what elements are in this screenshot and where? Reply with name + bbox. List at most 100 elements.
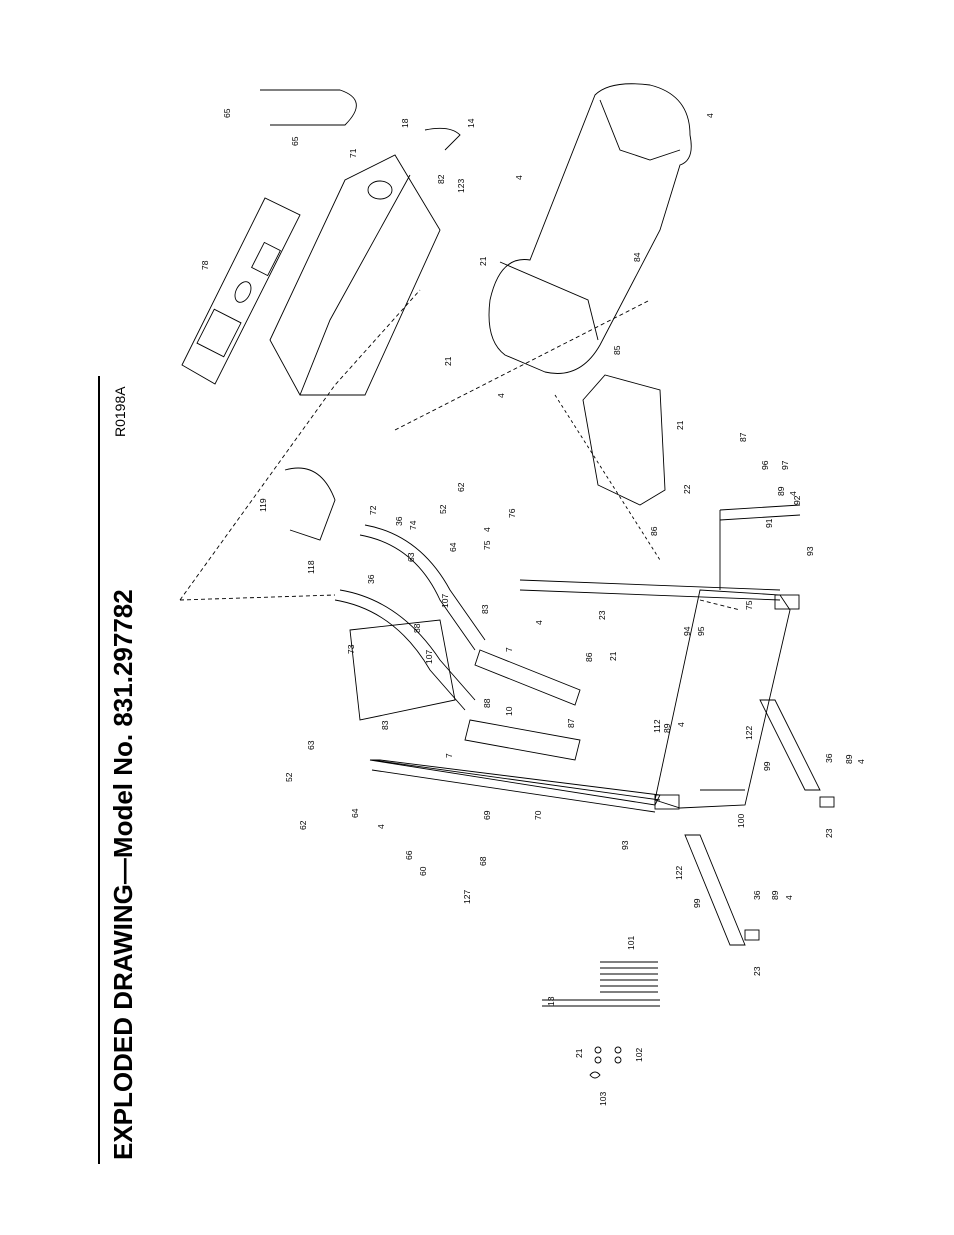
callout-23: 23 bbox=[752, 966, 762, 976]
callout-21: 21 bbox=[574, 1048, 584, 1058]
callout-68: 68 bbox=[478, 856, 488, 866]
uprights bbox=[349, 619, 661, 806]
callout-62: 62 bbox=[298, 820, 308, 830]
callout-71: 71 bbox=[348, 148, 358, 158]
callout-4: 4 bbox=[784, 895, 794, 900]
callout-107: 107 bbox=[424, 650, 434, 664]
callout-74: 74 bbox=[408, 520, 418, 530]
callout-4: 4 bbox=[496, 393, 506, 398]
callout-4: 4 bbox=[676, 722, 686, 727]
motor-hood bbox=[269, 154, 441, 396]
callout-70: 70 bbox=[533, 810, 543, 820]
callout-23: 23 bbox=[824, 828, 834, 838]
callout-60: 60 bbox=[418, 866, 428, 876]
callout-93: 93 bbox=[620, 840, 630, 850]
callout-87: 87 bbox=[738, 432, 748, 442]
callout-52: 52 bbox=[284, 772, 294, 782]
callout-83: 83 bbox=[480, 604, 490, 614]
callout-36: 36 bbox=[824, 753, 834, 763]
callout-88: 88 bbox=[412, 623, 422, 633]
callout-4: 4 bbox=[788, 491, 798, 496]
callout-66: 66 bbox=[404, 850, 414, 860]
callout-7: 7 bbox=[444, 753, 454, 758]
callout-84: 84 bbox=[632, 252, 642, 262]
handrails bbox=[334, 524, 486, 711]
callout-85: 85 bbox=[612, 345, 622, 355]
callout-91: 91 bbox=[764, 518, 774, 528]
callout-122: 122 bbox=[674, 866, 684, 880]
callout-87: 87 bbox=[566, 718, 576, 728]
callout-101: 101 bbox=[626, 936, 636, 950]
callout-72: 72 bbox=[368, 505, 378, 515]
callout-69: 69 bbox=[482, 810, 492, 820]
callout-13: 13 bbox=[546, 996, 556, 1006]
callout-65: 65 bbox=[290, 136, 300, 146]
hardware-rods bbox=[542, 961, 660, 1007]
callout-73: 73 bbox=[346, 644, 356, 654]
console-overlay bbox=[181, 197, 301, 385]
callout-7: 7 bbox=[504, 647, 514, 652]
callout-123: 123 bbox=[456, 179, 466, 193]
callout-76: 76 bbox=[507, 508, 517, 518]
callout-75: 75 bbox=[744, 600, 754, 610]
callout-4: 4 bbox=[705, 113, 715, 118]
callout-64: 64 bbox=[448, 542, 458, 552]
callout-14: 14 bbox=[466, 118, 476, 128]
callout-100: 100 bbox=[736, 814, 746, 828]
callout-96: 96 bbox=[760, 460, 770, 470]
callout-86: 86 bbox=[584, 652, 594, 662]
loose-hardware bbox=[589, 1046, 622, 1079]
callout-4: 4 bbox=[514, 175, 524, 180]
callout-86: 86 bbox=[649, 526, 659, 536]
callout-89: 89 bbox=[844, 754, 854, 764]
leader-lines bbox=[179, 289, 741, 611]
callout-36: 36 bbox=[366, 574, 376, 584]
callout-89: 89 bbox=[770, 890, 780, 900]
cover-85 bbox=[554, 374, 666, 561]
callout-97: 97 bbox=[780, 460, 790, 470]
base-frame bbox=[371, 504, 801, 813]
callout-75: 75 bbox=[482, 540, 492, 550]
callout-21: 21 bbox=[608, 651, 618, 661]
callout-103: 103 bbox=[598, 1092, 608, 1106]
callout-22: 22 bbox=[682, 484, 692, 494]
callout-36: 36 bbox=[394, 516, 404, 526]
callout-127: 127 bbox=[462, 890, 472, 904]
leveling-feet bbox=[684, 699, 835, 946]
callout-99: 99 bbox=[692, 898, 702, 908]
callout-95: 95 bbox=[696, 626, 706, 636]
callout-21: 21 bbox=[675, 420, 685, 430]
callout-88: 88 bbox=[482, 698, 492, 708]
callout-89: 89 bbox=[662, 723, 672, 733]
callout-18: 18 bbox=[400, 118, 410, 128]
callout-78: 78 bbox=[200, 260, 210, 270]
callout-63: 63 bbox=[406, 552, 416, 562]
callout-92: 92 bbox=[792, 495, 802, 505]
callout-64: 64 bbox=[350, 808, 360, 818]
callout-labels: 65 18 14 65 71 82 123 4 4 78 21 21 84 85… bbox=[200, 108, 866, 1106]
callout-118: 118 bbox=[306, 560, 316, 574]
belt-and-wires bbox=[260, 89, 461, 541]
shroud-84 bbox=[488, 83, 692, 374]
callout-4: 4 bbox=[482, 527, 492, 532]
callout-21: 21 bbox=[478, 256, 488, 266]
callout-102: 102 bbox=[634, 1048, 644, 1062]
callout-62: 62 bbox=[456, 482, 466, 492]
callout-52: 52 bbox=[438, 504, 448, 514]
callout-83: 83 bbox=[380, 720, 390, 730]
callout-99: 99 bbox=[762, 761, 772, 771]
callout-10: 10 bbox=[504, 706, 514, 716]
title-rule bbox=[98, 376, 100, 1164]
callout-107: 107 bbox=[440, 594, 450, 608]
callout-82: 82 bbox=[436, 174, 446, 184]
callout-119: 119 bbox=[258, 498, 268, 512]
callout-94: 94 bbox=[682, 626, 692, 636]
callout-4: 4 bbox=[376, 824, 386, 829]
callout-112: 112 bbox=[652, 719, 662, 733]
callout-63: 63 bbox=[306, 740, 316, 750]
callout-4: 4 bbox=[534, 620, 544, 625]
callout-4: 4 bbox=[856, 759, 866, 764]
callout-65: 65 bbox=[222, 108, 232, 118]
